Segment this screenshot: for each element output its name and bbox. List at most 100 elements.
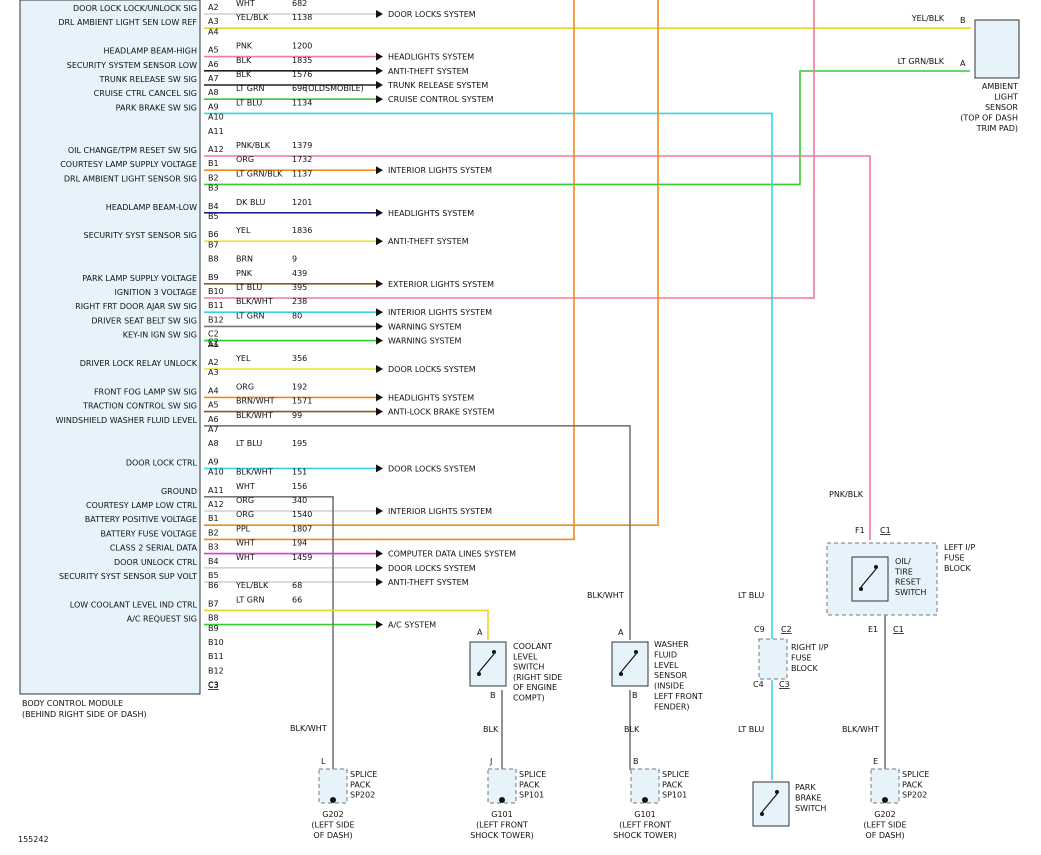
- ground-label: OF DASH): [313, 831, 352, 840]
- destination-system-label: DOOR LOCKS SYSTEM: [388, 564, 476, 573]
- pin-number: A3: [208, 17, 219, 26]
- pin-signal-label: BATTERY FUSE VOLTAGE: [101, 529, 197, 538]
- ground-label: G202: [322, 810, 343, 819]
- pin-number: A12: [208, 145, 224, 154]
- circuit-number: 1576: [292, 70, 312, 79]
- circuit-number: 1200: [292, 42, 312, 51]
- pin-number: A2: [208, 358, 219, 367]
- wire-color-label: YEL/BLK: [235, 581, 269, 590]
- coolant-switch-label: SWITCH: [513, 663, 544, 672]
- pin-row: B5: [208, 212, 219, 221]
- pin-number: B2: [208, 528, 219, 537]
- pin-number: B7: [208, 240, 219, 249]
- splice-label: SPLICE: [350, 770, 377, 779]
- oil-reset-switch-label: RESET: [895, 578, 921, 587]
- circuit-number: 1732: [292, 155, 312, 164]
- pin-signal-label: DRL AMBIENT LIGHT SENSOR SIG: [64, 174, 197, 183]
- washer-sensor-label: WASHER: [654, 640, 689, 649]
- circuit-number: 696: [292, 84, 307, 93]
- switch-box: [752, 781, 790, 827]
- pin-signal-label: RIGHT FRT DOOR AJAR SW SIG: [75, 302, 197, 311]
- destination-system-label: COMPUTER DATA LINES SYSTEM: [388, 550, 516, 559]
- pin-number: A6: [208, 415, 219, 424]
- circuit-number: 1835: [292, 56, 312, 65]
- arrow-head: [376, 549, 383, 558]
- arrow-head: [376, 208, 383, 217]
- wire-batt-fuse: [204, 0, 575, 541]
- oil-wire-below: BLK/WHT: [842, 725, 879, 734]
- pin-signal-label: DRIVER SEAT BELT SW SIG: [91, 316, 197, 325]
- ground-label: G101: [491, 810, 512, 819]
- splice-label: PACK: [350, 780, 371, 789]
- park-brake-label: PARK: [795, 783, 816, 792]
- ambient-sensor-label: TRIM PAD): [976, 124, 1018, 133]
- connector-c2-label: C2: [208, 338, 219, 347]
- arrow-head: [376, 52, 383, 61]
- washer-sensor-label: (INSIDE: [654, 682, 684, 691]
- ground-label: (LEFT FRONT: [476, 821, 528, 830]
- arrow-head: [376, 393, 383, 402]
- pin-row: A4: [208, 27, 219, 36]
- ambient-sensor-box: [974, 19, 1020, 79]
- pin-signal-label: TRUNK RELEASE SW SIG: [98, 75, 197, 84]
- wire-color-label: LT GRN: [236, 595, 265, 604]
- pin-signal-label: BATTERY POSITIVE VOLTAGE: [85, 515, 197, 524]
- pin-number: B6: [208, 581, 219, 590]
- fuse-wire-above: LT BLU: [738, 591, 764, 600]
- pin-number: A1: [208, 340, 219, 349]
- ground-label: SHOCK TOWER): [613, 831, 677, 840]
- pin-number: B8: [208, 255, 219, 264]
- right-fuse-block-label: RIGHT I/P: [791, 643, 829, 652]
- circuit-number: 439: [292, 269, 307, 278]
- arrow-head: [376, 407, 383, 416]
- pin-signal-label: DOOR LOCK LOCK/UNLOCK SIG: [73, 4, 197, 13]
- pin-number: B6: [208, 230, 219, 239]
- right-fuse-block-label: BLOCK: [791, 664, 819, 673]
- arrow-head: [376, 166, 383, 175]
- fuse-wire-below: LT BLU: [738, 725, 764, 734]
- oil-reset-switch-label: TIRE: [894, 567, 913, 576]
- pin-signal-label: TRACTION CONTROL SW SIG: [82, 402, 197, 411]
- ground-label: (LEFT SIDE: [863, 821, 906, 830]
- circuit-number: 356: [292, 354, 307, 363]
- ground-label: G202: [874, 810, 895, 819]
- pin-signal-label: DRIVER LOCK RELAY UNLOCK: [80, 359, 198, 368]
- wire-color-label: YEL: [235, 354, 251, 363]
- wire-color-label: WHT: [236, 482, 255, 491]
- switch-contact: [775, 790, 779, 794]
- pin-row: B10: [208, 638, 224, 647]
- circuit-number: 9: [292, 255, 297, 264]
- splice-node: [882, 797, 888, 803]
- splice-label: PACK: [902, 780, 923, 789]
- washer-fluid-level-sensor: ABBLK/WHTWASHERFLUIDLEVELSENSOR(INSIDELE…: [587, 591, 703, 734]
- pin-number: B11: [208, 652, 224, 661]
- module-name: BODY CONTROL MODULE: [22, 699, 123, 708]
- splice-node: [330, 797, 336, 803]
- circuit-number: 395: [292, 283, 307, 292]
- wire-park-brake: [204, 112, 773, 640]
- ground-label: (LEFT SIDE: [311, 821, 354, 830]
- splice-label: SPLICE: [902, 770, 929, 779]
- destination-system-label: HEADLIGHTS SYSTEM: [388, 393, 474, 402]
- fuse-pin-top: C9: [754, 625, 765, 634]
- fuse-block-box: [758, 638, 788, 680]
- pin-signal-label: KEY-IN IGN SW SIG: [123, 331, 197, 340]
- circuit-number: 1201: [292, 198, 312, 207]
- circuit-number: 68: [292, 581, 302, 590]
- oil-pin-top: F1: [855, 526, 865, 535]
- switch-blade: [860, 568, 877, 588]
- wire-ground: [204, 495, 334, 775]
- pin-number: B12: [208, 666, 224, 675]
- switch-blade: [620, 653, 637, 673]
- pin-number: B1: [208, 159, 219, 168]
